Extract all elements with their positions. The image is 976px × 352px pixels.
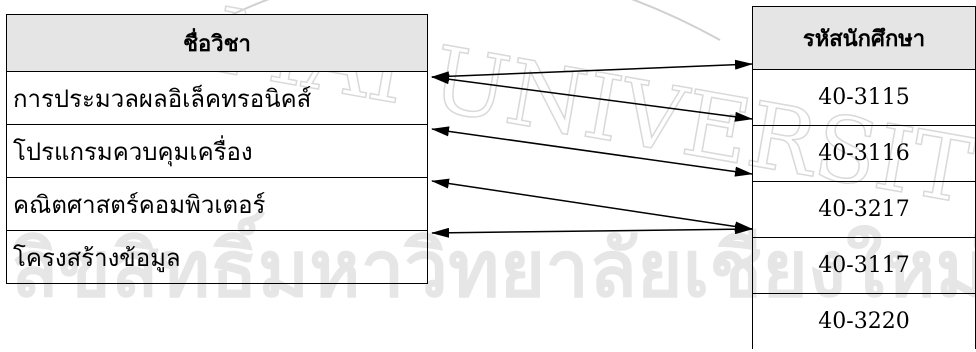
mapping-arrow — [431, 59, 753, 82]
student-id-header: รหัสนักศึกษา — [752, 6, 976, 70]
course-name-header: ชื่อวิชา — [6, 14, 428, 72]
student-id-cell: 40-3115 — [752, 69, 976, 126]
mapping-arrow — [431, 178, 753, 232]
course-name-cell: โปรแกรมควบคุมเครื่อง — [6, 124, 428, 178]
student-id-table: รหัสนักศึกษา 40-3115 40-3116 40-3217 40-… — [752, 6, 976, 349]
course-name-cell: โครงสร้างข้อมูล — [6, 230, 428, 284]
course-name-table: ชื่อวิชา การประมวลผลอิเล็คทรอนิคส์ โปรแก… — [6, 14, 428, 284]
course-name-cell: การประมวลผลอิเล็คทรอนิคส์ — [6, 71, 428, 125]
course-name-cell: คณิตศาสตร์คอมพิวเตอร์ — [6, 177, 428, 231]
student-id-cell: 40-3117 — [752, 237, 976, 294]
student-id-cell: 40-3217 — [752, 181, 976, 238]
mapping-arrow — [431, 74, 753, 122]
mapping-arrow — [431, 224, 753, 238]
mapping-arrow — [431, 126, 753, 177]
student-id-cell: 40-3220 — [752, 293, 976, 349]
